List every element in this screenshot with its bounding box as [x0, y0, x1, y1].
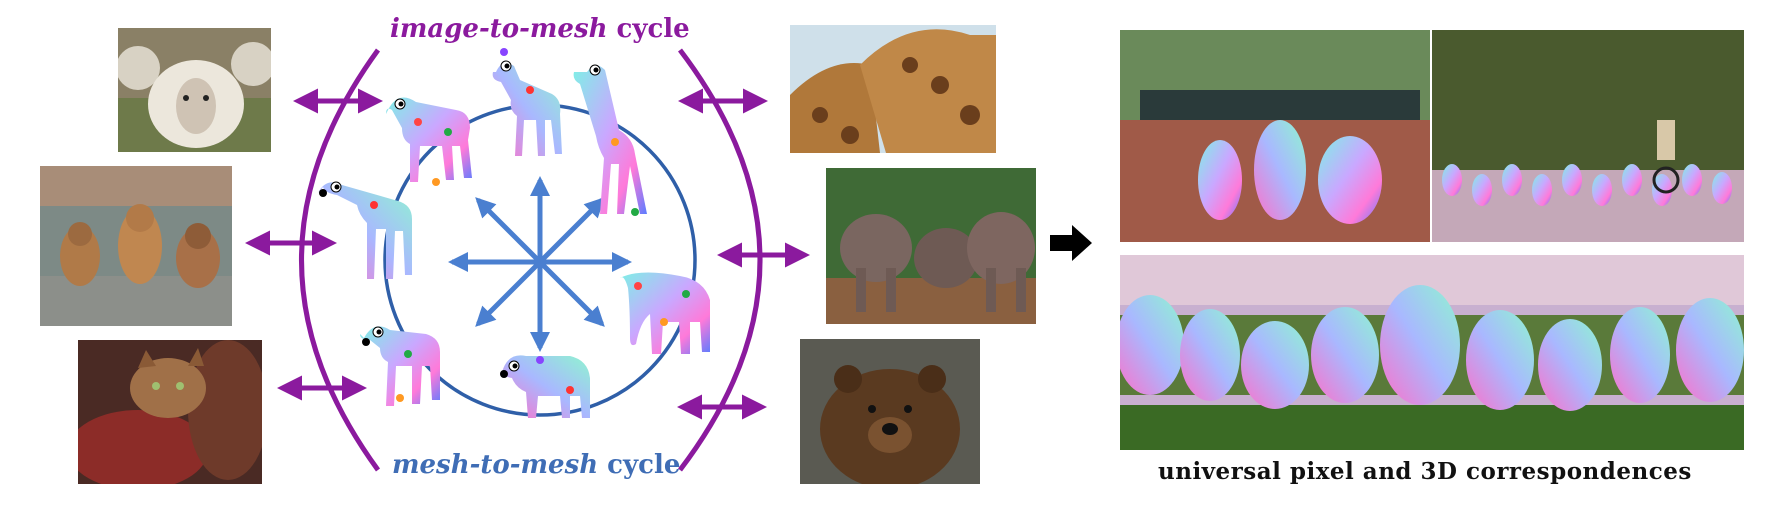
photo-sheep — [118, 28, 271, 152]
photo-elephants — [826, 168, 1036, 324]
giraffe-mesh-icon — [492, 48, 562, 156]
horse-mesh-icon — [386, 97, 472, 186]
result-herd — [1432, 30, 1744, 242]
result-sheep-flock — [1120, 255, 1744, 450]
arrow-right-icon — [1050, 225, 1092, 261]
elephant-mesh-icon — [620, 272, 710, 354]
left-cycle-arc — [299, 48, 381, 472]
photo-bear — [800, 339, 980, 484]
photo-cat — [78, 340, 262, 484]
photo-puppies — [40, 166, 232, 326]
horse-mesh-icon — [360, 326, 440, 406]
result-dogs — [1120, 30, 1430, 242]
giraffe-mesh-icon — [573, 64, 647, 216]
giraffe-mesh-icon — [318, 181, 412, 279]
title-italic: mesh-to-mesh — [392, 450, 599, 480]
bear-mesh-icon — [500, 355, 590, 418]
mesh-to-mesh-title: mesh-to-mesh cycle — [392, 450, 680, 480]
results-caption: universal pixel and 3D correspondences — [1158, 458, 1692, 485]
photo-giraffes — [790, 25, 996, 153]
title-plain: cycle — [598, 450, 681, 480]
image-to-mesh-title: image-to-mesh cycle — [390, 14, 690, 44]
star-arrows-icon — [448, 176, 632, 352]
title-italic: image-to-mesh — [390, 14, 608, 44]
title-plain: cycle — [607, 14, 690, 44]
